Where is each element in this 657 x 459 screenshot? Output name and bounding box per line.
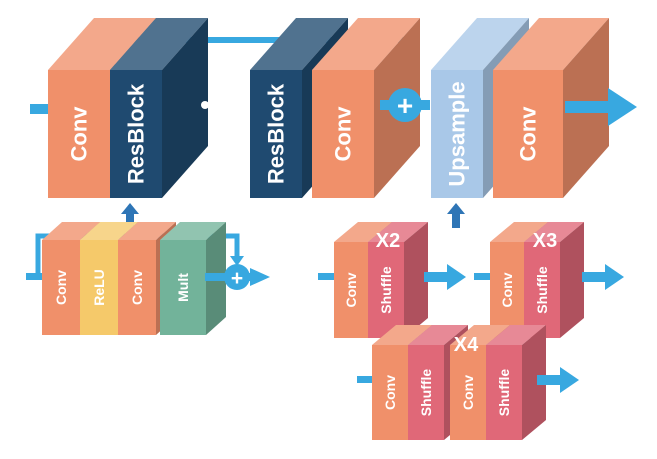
x2-conv-label: Conv bbox=[343, 272, 359, 307]
rb-relu-label: ReLU bbox=[91, 269, 107, 306]
x4-scale-label: X4 bbox=[454, 334, 479, 356]
ellipsis-dots bbox=[201, 101, 239, 109]
x4-conv-1-label: Conv bbox=[382, 375, 398, 410]
x3-conv-label: Conv bbox=[499, 272, 515, 307]
x4-shuffle-2-label: Shuffle bbox=[496, 369, 512, 417]
main-pipeline: Conv ResBlock ResBlock Conv Upsample Conv bbox=[48, 18, 609, 198]
x2-output-arrow bbox=[424, 264, 466, 290]
upsample-x4: Conv Shuffle Conv Shuffle bbox=[372, 325, 546, 440]
resblock-input-line bbox=[26, 273, 42, 280]
upsample-x3: Conv Shuffle bbox=[490, 222, 584, 338]
resblock-sum-node: + bbox=[205, 264, 270, 290]
x3-scale-label: X3 bbox=[533, 230, 557, 252]
conv-in-label: Conv bbox=[67, 106, 92, 162]
x2-shuffle-label: Shuffle bbox=[378, 266, 394, 314]
rb-conv-2-label: Conv bbox=[129, 270, 145, 305]
x2-shuffle-block: Shuffle bbox=[368, 222, 428, 338]
rb-mult-block: Mult bbox=[160, 222, 226, 335]
conv-out-label: Conv bbox=[516, 106, 541, 162]
input-arrow bbox=[30, 104, 52, 114]
resblock-detail-arrow bbox=[121, 203, 139, 226]
sum-symbol: + bbox=[397, 90, 413, 121]
output-arrow bbox=[565, 88, 637, 126]
resblock-1-block: ResBlock bbox=[110, 18, 208, 198]
upsample-label: Upsample bbox=[445, 81, 470, 186]
rb-mult-label: Mult bbox=[175, 273, 191, 302]
upsample-detail-arrow bbox=[447, 203, 465, 228]
sum-node: + bbox=[380, 88, 430, 122]
resblock-detail: Conv ReLU Conv Mult bbox=[42, 222, 226, 335]
x4-shuffle-2-block: Shuffle bbox=[486, 325, 546, 440]
upsample-x2: Conv Shuffle bbox=[334, 222, 428, 338]
x4-input-arrow bbox=[357, 376, 373, 383]
x2-input-arrow bbox=[318, 273, 334, 280]
x4-shuffle-1-label: Shuffle bbox=[418, 369, 434, 417]
x2-scale-label: X2 bbox=[376, 230, 400, 252]
x3-shuffle-block: Shuffle bbox=[524, 222, 584, 338]
x3-input-arrow bbox=[474, 273, 490, 280]
x4-conv-2-label: Conv bbox=[460, 375, 476, 410]
x4-output-arrow bbox=[537, 367, 579, 393]
rb-conv-1-label: Conv bbox=[53, 270, 69, 305]
conv-mid-label: Conv bbox=[331, 106, 356, 162]
x3-output-arrow bbox=[582, 264, 624, 290]
x3-shuffle-label: Shuffle bbox=[534, 266, 550, 314]
resblock-n-label: ResBlock bbox=[264, 83, 289, 184]
resblock-sum-symbol: + bbox=[231, 267, 243, 290]
resblock-1-label: ResBlock bbox=[124, 83, 149, 184]
